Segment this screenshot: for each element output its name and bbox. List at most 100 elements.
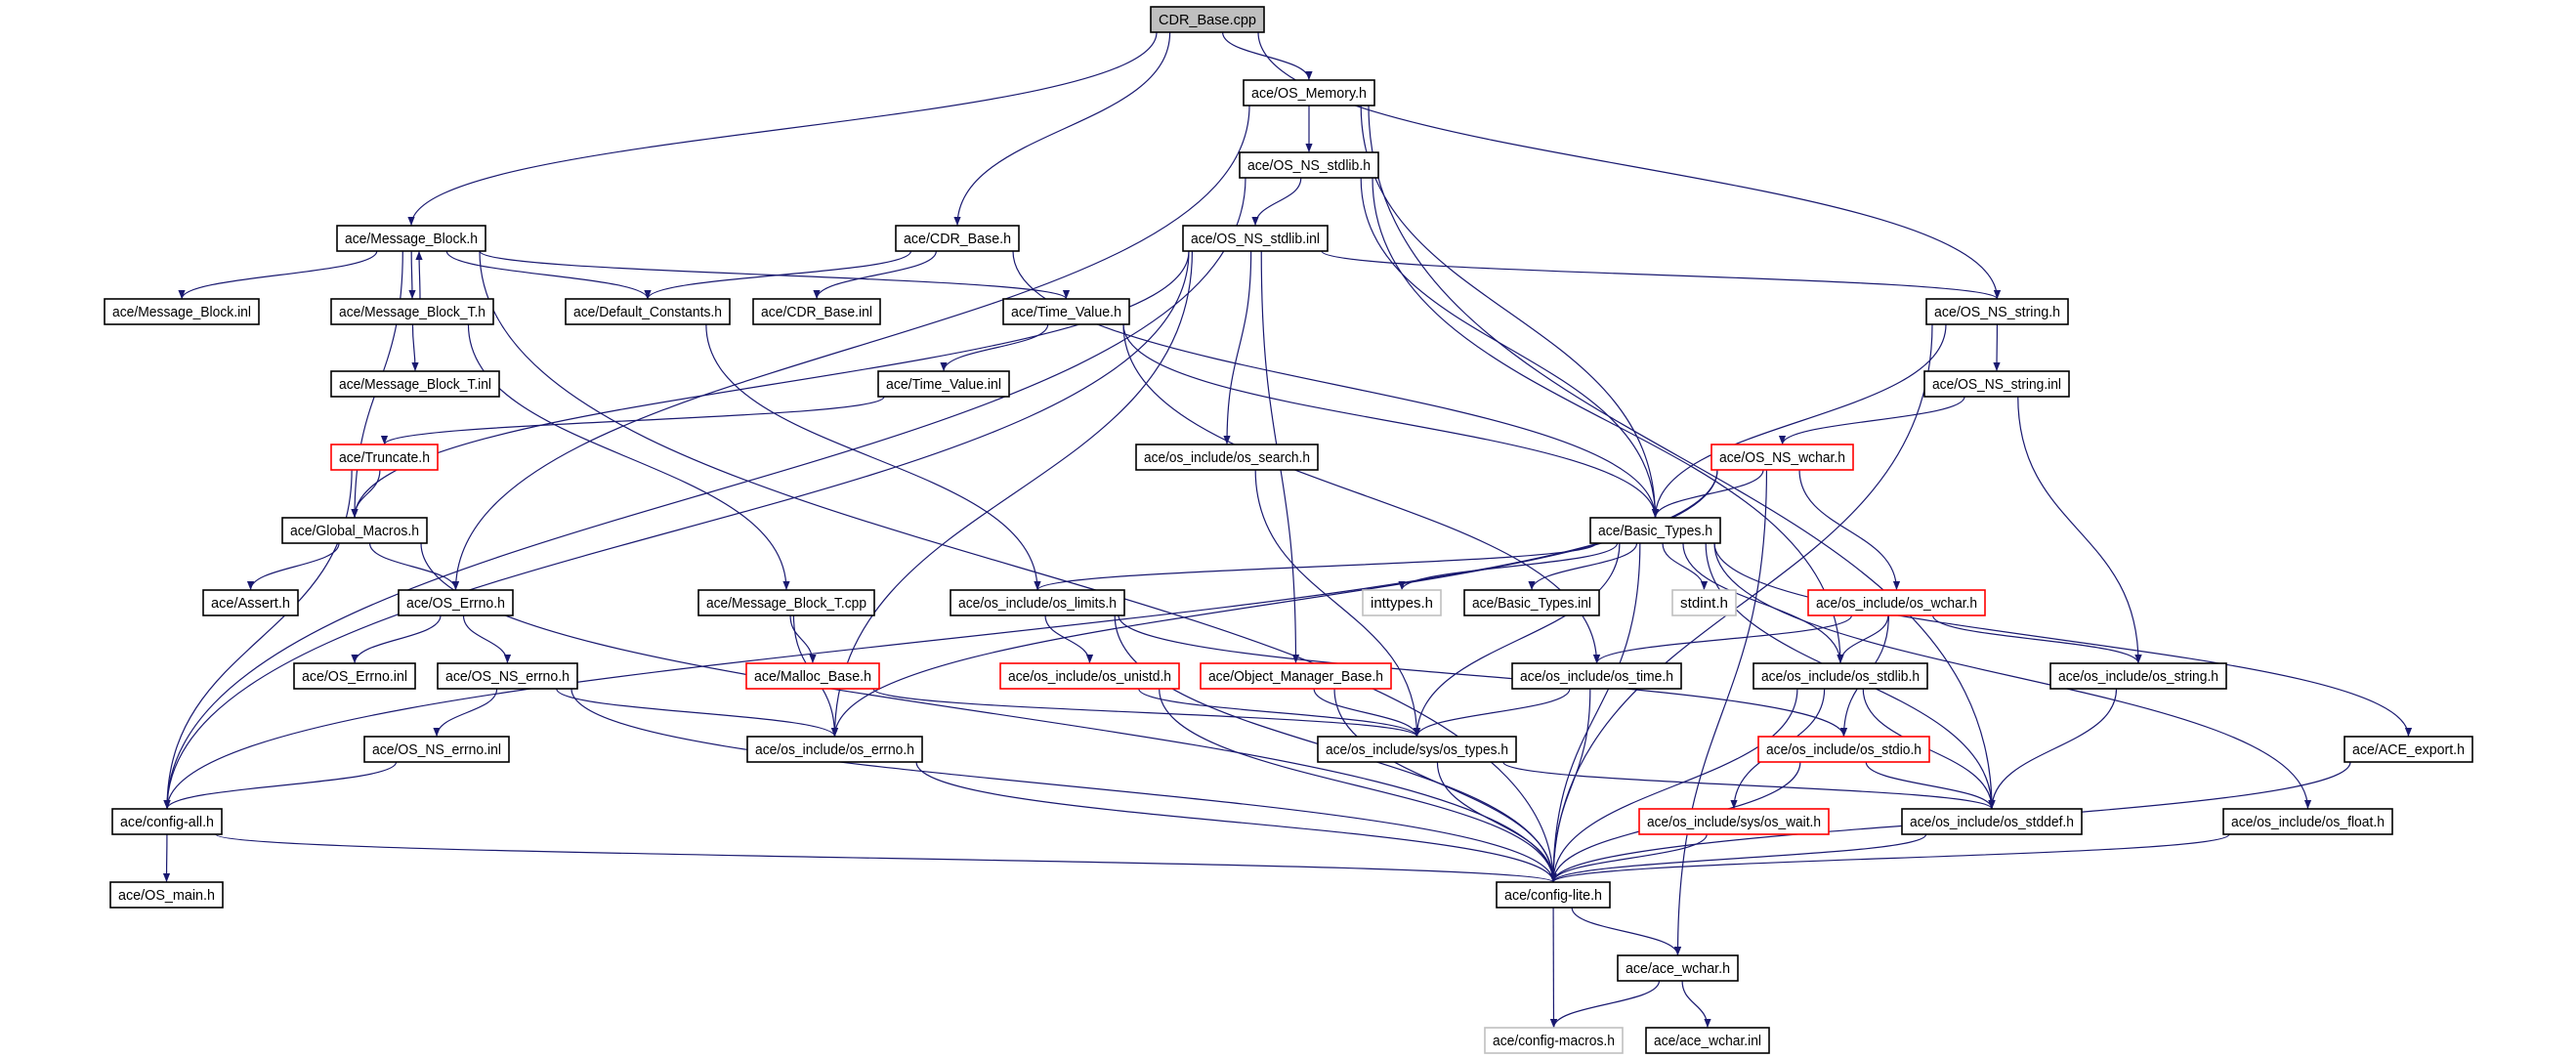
node-box[interactable] bbox=[877, 370, 1010, 398]
node-malloc-base-h[interactable]: ace/Malloc_Base.h bbox=[745, 662, 880, 690]
node-cdr-base-inl[interactable]: ace/CDR_Base.inl bbox=[752, 298, 881, 325]
node-box[interactable] bbox=[1807, 589, 1986, 616]
node-os-ns-wchar-h[interactable]: ace/OS_NS_wchar.h bbox=[1710, 444, 1854, 471]
node-box[interactable] bbox=[281, 517, 428, 544]
node-box[interactable] bbox=[746, 736, 923, 763]
node-box[interactable] bbox=[697, 589, 875, 616]
node-inttypes-h[interactable]: inttypes.h bbox=[1362, 589, 1442, 616]
node-box[interactable] bbox=[895, 225, 1020, 252]
node-box[interactable] bbox=[950, 589, 1125, 616]
node-os-unistd-h[interactable]: ace/os_include/os_unistd.h bbox=[999, 662, 1180, 690]
node-os-main-h[interactable]: ace/OS_main.h bbox=[109, 881, 224, 909]
node-message-block-inl[interactable]: ace/Message_Block.inl bbox=[104, 298, 260, 325]
node-os-errno-h[interactable]: ace/OS_Errno.h bbox=[398, 589, 514, 616]
node-ace-wchar-h[interactable]: ace/ace_wchar.h bbox=[1617, 954, 1739, 982]
node-time-value-h[interactable]: ace/Time_Value.h bbox=[1002, 298, 1130, 325]
node-os-search-h[interactable]: ace/os_include/os_search.h bbox=[1135, 444, 1319, 471]
node-box[interactable] bbox=[1317, 736, 1517, 763]
node-config-all-h[interactable]: ace/config-all.h bbox=[111, 808, 223, 835]
node-box[interactable] bbox=[437, 662, 578, 690]
node-os-time-h[interactable]: ace/os_include/os_time.h bbox=[1511, 662, 1682, 690]
node-basic-types-h[interactable]: ace/Basic_Types.h bbox=[1589, 517, 1721, 544]
node-box[interactable] bbox=[1645, 1027, 1770, 1054]
node-box[interactable] bbox=[1484, 1027, 1624, 1054]
node-os-stdio-h[interactable]: ace/os_include/os_stdio.h bbox=[1757, 736, 1930, 763]
node-box[interactable] bbox=[1617, 954, 1739, 982]
node-os-include-errno-h[interactable]: ace/os_include/os_errno.h bbox=[746, 736, 923, 763]
node-box[interactable] bbox=[1638, 808, 1830, 835]
node-truncate-h[interactable]: ace/Truncate.h bbox=[330, 444, 439, 471]
node-sys-os-types-h[interactable]: ace/os_include/sys/os_types.h bbox=[1317, 736, 1517, 763]
node-os-wchar-h[interactable]: ace/os_include/os_wchar.h bbox=[1807, 589, 1986, 616]
node-message-block-t-h[interactable]: ace/Message_Block_T.h bbox=[330, 298, 494, 325]
node-os-stdlib-h[interactable]: ace/os_include/os_stdlib.h bbox=[1753, 662, 1928, 690]
node-message-block-h[interactable]: ace/Message_Block.h bbox=[336, 225, 486, 252]
node-box[interactable] bbox=[2344, 736, 2473, 763]
node-box[interactable] bbox=[363, 736, 510, 763]
node-box[interactable] bbox=[745, 662, 880, 690]
node-box[interactable] bbox=[1671, 589, 1737, 616]
node-box[interactable] bbox=[1496, 881, 1611, 909]
node-os-ns-stdlib-inl[interactable]: ace/OS_NS_stdlib.inl bbox=[1182, 225, 1329, 252]
node-message-block-t-inl[interactable]: ace/Message_Block_T.inl bbox=[330, 370, 500, 398]
node-stdint-h[interactable]: stdint.h bbox=[1671, 589, 1737, 616]
node-box[interactable] bbox=[565, 298, 731, 325]
node-box[interactable] bbox=[1200, 662, 1392, 690]
node-box[interactable] bbox=[1923, 370, 2070, 398]
node-ace-wchar-inl[interactable]: ace/ace_wchar.inl bbox=[1645, 1027, 1770, 1054]
node-cdr-base-h[interactable]: ace/CDR_Base.h bbox=[895, 225, 1020, 252]
node-os-limits-h[interactable]: ace/os_include/os_limits.h bbox=[950, 589, 1125, 616]
node-box[interactable] bbox=[330, 370, 500, 398]
node-os-ns-string-h[interactable]: ace/OS_NS_string.h bbox=[1925, 298, 2069, 325]
node-box[interactable] bbox=[1135, 444, 1319, 471]
node-basic-types-inl[interactable]: ace/Basic_Types.inl bbox=[1463, 589, 1600, 616]
node-box[interactable] bbox=[1362, 589, 1442, 616]
node-box[interactable] bbox=[752, 298, 881, 325]
node-box[interactable] bbox=[1589, 517, 1721, 544]
node-box[interactable] bbox=[2222, 808, 2393, 835]
node-os-string-h[interactable]: ace/os_include/os_string.h bbox=[2049, 662, 2227, 690]
node-box[interactable] bbox=[1150, 6, 1265, 33]
node-box[interactable] bbox=[2049, 662, 2227, 690]
node-box[interactable] bbox=[1463, 589, 1600, 616]
node-box[interactable] bbox=[1239, 151, 1379, 179]
node-box[interactable] bbox=[1710, 444, 1854, 471]
node-os-ns-errno-h[interactable]: ace/OS_NS_errno.h bbox=[437, 662, 578, 690]
node-box[interactable] bbox=[330, 298, 494, 325]
node-box[interactable] bbox=[202, 589, 299, 616]
node-box[interactable] bbox=[330, 444, 439, 471]
node-box[interactable] bbox=[1753, 662, 1928, 690]
node-box[interactable] bbox=[109, 881, 224, 909]
node-os-ns-stdlib-h[interactable]: ace/OS_NS_stdlib.h bbox=[1239, 151, 1379, 179]
node-message-block-t-cpp[interactable]: ace/Message_Block_T.cpp bbox=[697, 589, 875, 616]
node-config-lite-h[interactable]: ace/config-lite.h bbox=[1496, 881, 1611, 909]
node-box[interactable] bbox=[1243, 79, 1375, 106]
node-box[interactable] bbox=[1757, 736, 1930, 763]
node-os-float-h[interactable]: ace/os_include/os_float.h bbox=[2222, 808, 2393, 835]
node-os-stddef-h[interactable]: ace/os_include/os_stddef.h bbox=[1901, 808, 2083, 835]
node-box[interactable] bbox=[1002, 298, 1130, 325]
node-box[interactable] bbox=[1901, 808, 2083, 835]
node-ace-export-h[interactable]: ace/ACE_export.h bbox=[2344, 736, 2473, 763]
node-box[interactable] bbox=[1182, 225, 1329, 252]
node-os-errno-inl[interactable]: ace/OS_Errno.inl bbox=[293, 662, 416, 690]
node-box[interactable] bbox=[104, 298, 260, 325]
node-os-ns-string-inl[interactable]: ace/OS_NS_string.inl bbox=[1923, 370, 2070, 398]
node-object-manager-base-h[interactable]: ace/Object_Manager_Base.h bbox=[1200, 662, 1392, 690]
node-default-constants-h[interactable]: ace/Default_Constants.h bbox=[565, 298, 731, 325]
node-global-macros-h[interactable]: ace/Global_Macros.h bbox=[281, 517, 428, 544]
node-box[interactable] bbox=[1511, 662, 1682, 690]
node-config-macros-h[interactable]: ace/config-macros.h bbox=[1484, 1027, 1624, 1054]
node-time-value-inl[interactable]: ace/Time_Value.inl bbox=[877, 370, 1010, 398]
node-sys-os-wait-h[interactable]: ace/os_include/sys/os_wait.h bbox=[1638, 808, 1830, 835]
node-os-ns-errno-inl[interactable]: ace/OS_NS_errno.inl bbox=[363, 736, 510, 763]
node-box[interactable] bbox=[336, 225, 486, 252]
node-box[interactable] bbox=[293, 662, 416, 690]
node-assert-h[interactable]: ace/Assert.h bbox=[202, 589, 299, 616]
node-box[interactable] bbox=[1925, 298, 2069, 325]
node-box[interactable] bbox=[999, 662, 1180, 690]
node-cdr-base-cpp[interactable]: CDR_Base.cpp bbox=[1150, 6, 1265, 33]
node-os-memory-h[interactable]: ace/OS_Memory.h bbox=[1243, 79, 1375, 106]
node-box[interactable] bbox=[111, 808, 223, 835]
node-box[interactable] bbox=[398, 589, 514, 616]
